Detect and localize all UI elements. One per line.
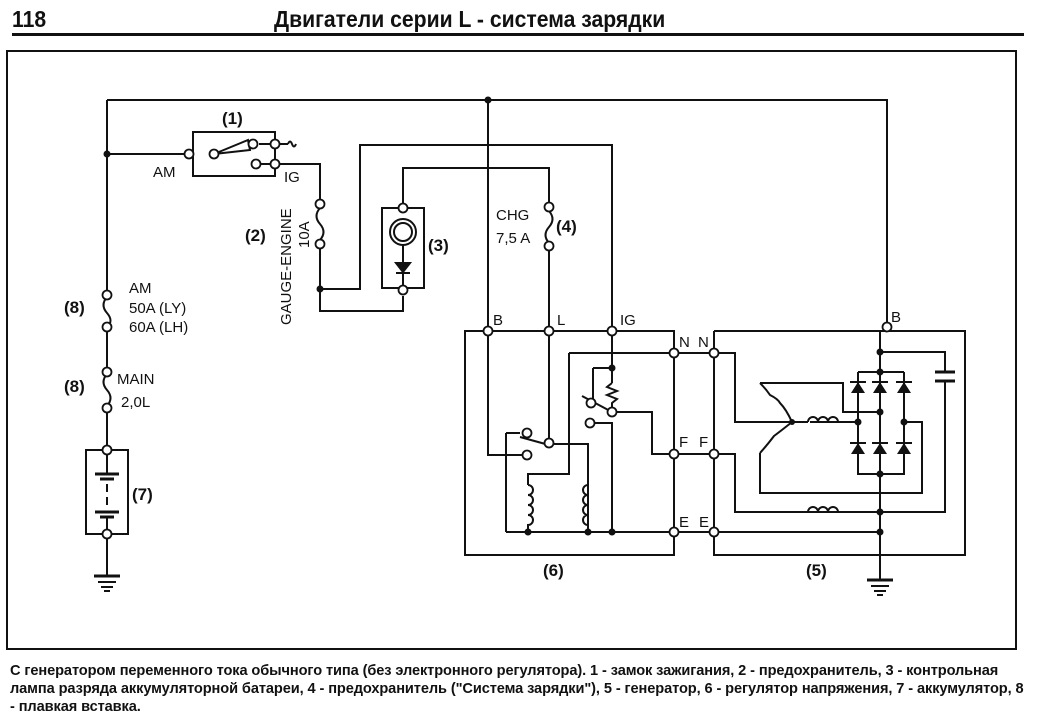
voltage-regulator — [464, 330, 675, 556]
ground-icon — [867, 578, 893, 596]
label-reg-b: B — [493, 312, 503, 329]
label-7: (7) — [132, 485, 153, 504]
label-gauge-engine: GAUGE-ENGINE — [278, 208, 295, 325]
label-alt-b: B — [891, 309, 901, 326]
diagram-frame — [6, 50, 1017, 650]
diode-icon — [393, 262, 413, 274]
label-reg-ig: IG — [620, 312, 636, 329]
label-4: (4) — [556, 217, 577, 236]
rectifier-diodes — [851, 382, 911, 454]
page-number: 118 — [12, 6, 47, 32]
label-60a: 60A (LH) — [129, 319, 188, 336]
label-alt-n: N — [698, 334, 709, 351]
battery — [85, 449, 129, 535]
label-3: (3) — [428, 236, 449, 255]
figure-caption: С генератором переменного тока обычного … — [10, 663, 1024, 715]
label-am: AM — [153, 164, 176, 181]
label-8-am: (8) — [64, 298, 85, 317]
terminals — [101, 138, 893, 540]
label-ig: IG — [284, 169, 300, 186]
page-header: 118 Двигатели серии L - система зарядки — [12, 6, 1024, 36]
label-chg: CHG — [496, 207, 529, 224]
label-1: (1) — [222, 109, 243, 128]
chg-fuse — [487, 100, 554, 327]
charge-lamp — [381, 167, 550, 289]
label-2: (2) — [245, 226, 266, 245]
header-rule — [12, 33, 1024, 36]
label-50a: 50A (LY) — [129, 300, 186, 317]
label-reg-f: F — [679, 434, 688, 451]
label-2-0l: 2,0L — [121, 394, 150, 411]
label-alt-e: E — [699, 514, 709, 531]
ground-icon — [94, 574, 120, 592]
label-5: (5) — [806, 561, 827, 580]
wiring-diagram: (1) AM IG (2) GAUGE-ENGINE 10A (3) CHG 7… — [6, 50, 1017, 650]
page-title: Двигатели серии L - система зарядки — [274, 6, 666, 32]
label-reg-n: N — [679, 334, 690, 351]
label-reg-e: E — [679, 514, 689, 531]
label-7-5a: 7,5 A — [496, 230, 530, 247]
label-8-main: (8) — [64, 377, 85, 396]
label-am-link: AM — [129, 280, 152, 297]
wire-main-left — [106, 99, 888, 575]
junctions — [103, 96, 908, 536]
gauge-fuse — [315, 144, 613, 327]
fusible-link-main — [102, 373, 112, 407]
label-reg-l: L — [557, 312, 565, 329]
label-main: MAIN — [117, 371, 155, 388]
label-alt-f: F — [699, 434, 708, 451]
label-10a: 10A — [296, 221, 313, 248]
label-6: (6) — [543, 561, 564, 580]
